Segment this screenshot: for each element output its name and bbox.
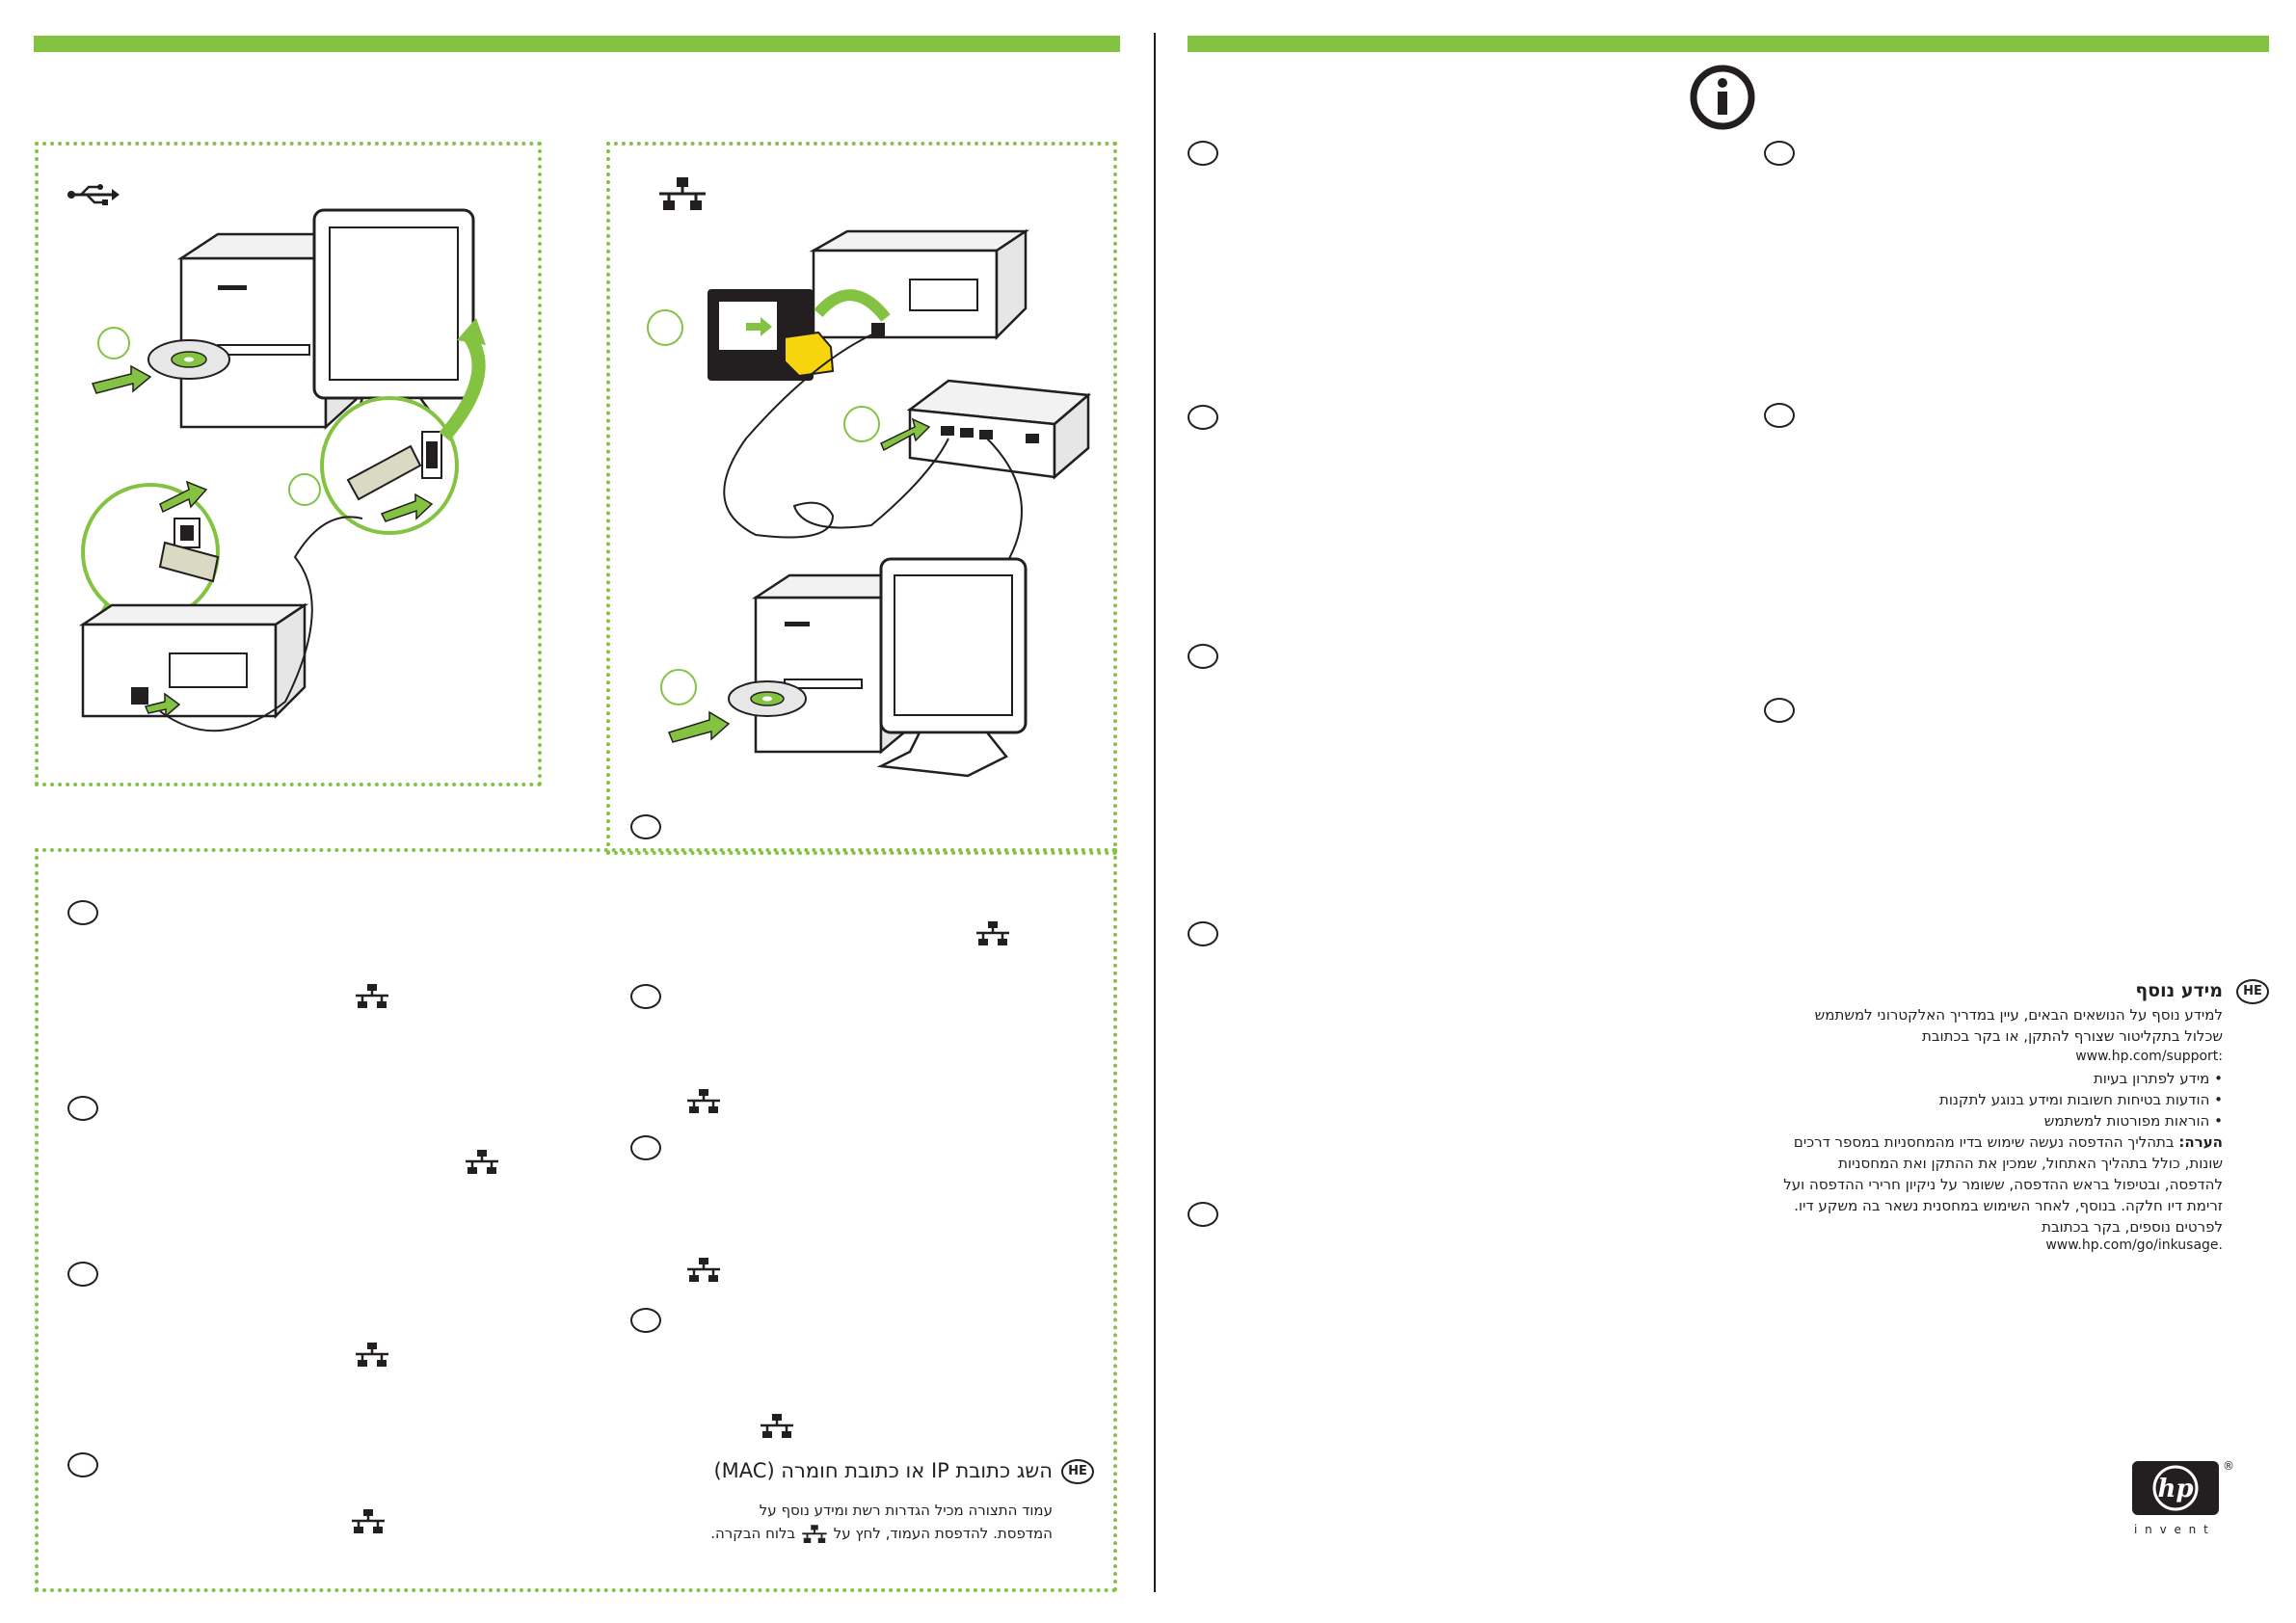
usb-connection-illustration [78,208,486,732]
step-marker-13 [1188,1202,1218,1227]
list-item-text: מידע לפתרון בעיות [2093,1070,2210,1087]
network-icon [976,921,1009,945]
step-marker-2 [630,984,661,1009]
hp-logo: hp [2132,1461,2219,1515]
step-marker-8 [67,1452,98,1477]
network-icon [659,177,706,210]
network-icon [466,1150,498,1174]
ip-section-title: השג כתובת IP או כתובת חומרה (MAC) [713,1459,1053,1482]
step-marker-3 [630,1135,661,1160]
step-marker-7 [67,1262,98,1287]
svg-text:hp: hp [2157,1475,2193,1503]
ip-section-line-2-text: המדפסת. להדפסת העמוד, לחץ על [833,1525,1053,1542]
network-icon [687,1089,720,1113]
list-item: • הודעות בטיחות חשובות ומידע בנוגע לתקנו… [1938,1091,2223,1108]
step-marker-6 [67,1096,98,1121]
language-badge: HE [1061,1459,1094,1484]
hp-tagline: i n v e n t [2134,1523,2210,1536]
hp-registered-mark: ® [2223,1459,2234,1473]
step-marker-9 [1188,141,1218,166]
top-bar-left [34,36,1120,52]
step-marker-4 [630,1308,661,1333]
list-item: • הוראות מפורטות למשתמש [2043,1112,2223,1130]
usb-panel [35,142,542,786]
info-section-title: מידע נוסף [2135,980,2223,1001]
language-badge: HE [2236,979,2269,1004]
note-label: הערה: [2178,1133,2223,1151]
network-icon [802,1524,827,1543]
network-icon [352,1509,385,1533]
network-icon [687,1258,720,1282]
info-bullet-list: • מידע לפתרון בעיות • הודעות בטיחות חשוב… [1779,1068,2223,1131]
info-section-intro: למידע נוסף על הנושאים הבאים, עיין במדריך… [1814,1006,2223,1045]
step-marker-14 [1764,141,1795,166]
network-connection-illustration [647,228,1092,778]
network-icon [356,1343,388,1367]
support-url[interactable]: www.hp.com/support: [2075,1049,2223,1064]
steps-panel [35,848,1117,1592]
network-icon [356,984,388,1008]
list-item-text: הוראות מפורטות למשתמש [2043,1112,2210,1130]
step-marker-12 [1188,921,1218,946]
step-marker-16 [1764,698,1795,723]
list-item: • מידע לפתרון בעיות [2093,1070,2223,1087]
page-divider [1154,33,1156,1592]
top-bar-right [1188,36,2269,52]
info-icon [1690,65,1755,130]
step-marker-15 [1764,403,1795,428]
info-note: הערה: בתהליך ההדפסה נעשה שימוש בדיו מהמח… [1779,1131,2223,1237]
ip-section-line-1: עמוד התצורה מכיל הגדרות רשת ומידע נוסף ע… [759,1502,1053,1519]
usb-icon [67,184,120,205]
step-marker-5 [67,900,98,925]
network-panel [606,142,1117,855]
list-item-text: הודעות בטיחות חשובות ומידע בנוגע לתקנות [1938,1091,2210,1108]
step-marker-10 [1188,405,1218,430]
ip-section-line-2: המדפסת. להדפסת העמוד, לחץ על בלוח הבקרה. [551,1523,1053,1544]
inkusage-url[interactable]: www.hp.com/go/inkusage. [2045,1237,2223,1253]
network-icon [761,1414,793,1438]
note-text: בתהליך ההדפסה נעשה שימוש בדיו מהמחסניות … [1783,1133,2223,1236]
step-marker-11 [1188,644,1218,669]
ip-section-line-2-end: בלוח הבקרה. [710,1525,796,1542]
step-marker-1 [630,814,661,839]
hp-logo-mark: hp [2152,1465,2199,1511]
